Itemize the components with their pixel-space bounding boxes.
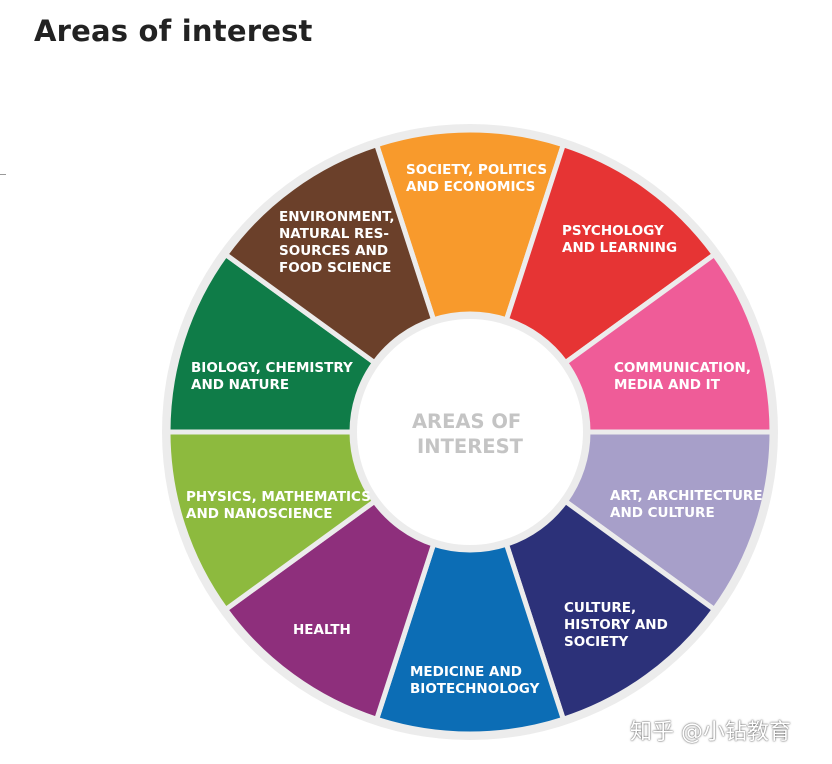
segment-label-line: BIOLOGY, CHEMISTRY [191, 360, 353, 376]
segment-label-line: SOURCES AND [279, 243, 388, 259]
segment-label-line: COMMUNICATION, [614, 360, 751, 376]
segment-label-line: PHYSICS, MATHEMATICS [186, 489, 371, 505]
segment-label-communication-media-it: COMMUNICATION,MEDIA AND IT [614, 360, 751, 393]
segment-label-line: AND NANOSCIENCE [186, 506, 332, 522]
segment-label-line: HEALTH [293, 622, 351, 638]
segment-label-health: HEALTH [293, 622, 351, 638]
segment-label-line: ART, ARCHITECTURE [610, 488, 763, 504]
segment-label-line: PSYCHOLOGY [562, 223, 664, 239]
segment-label-line: SOCIETY, POLITICS [406, 162, 547, 178]
watermark: 知乎 @小钻教育 [630, 720, 791, 745]
segment-label-line: FOOD SCIENCE [279, 260, 391, 276]
segment-label-line: AND LEARNING [562, 240, 677, 256]
segment-label-line: SOCIETY [564, 634, 629, 650]
segment-label-line: HISTORY AND [564, 617, 668, 633]
center-label-line: INTEREST [417, 435, 524, 458]
segment-label-line: BIOTECHNOLOGY [410, 681, 540, 697]
segment-label-line: AND CULTURE [610, 505, 715, 521]
segment-label-line: MEDICINE AND [410, 664, 522, 680]
segment-label-line: CULTURE, [564, 600, 636, 616]
edge-mark [0, 174, 6, 175]
segment-label-line: ENVIRONMENT, [279, 209, 395, 225]
segment-label-line: AND ECONOMICS [406, 179, 535, 195]
segment-label-line: NATURAL RES- [279, 226, 389, 242]
segment-label-line: AND NATURE [191, 377, 289, 393]
segment-label-line: MEDIA AND IT [614, 377, 721, 393]
center-label: AREAS OF INTEREST [412, 410, 528, 458]
page-title: Areas of interest [34, 14, 313, 48]
center-label-line: AREAS OF [412, 410, 521, 433]
wheel-segments [165, 127, 775, 737]
wheel-center [357, 319, 583, 545]
